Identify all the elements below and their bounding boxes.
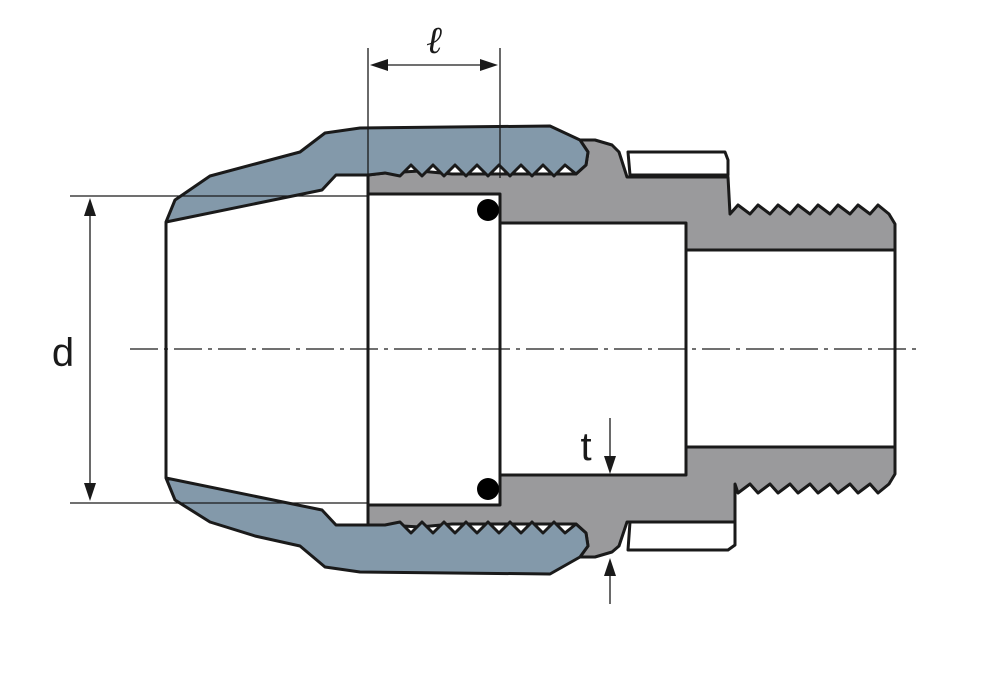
body-lower-groove [626, 520, 737, 552]
t-arrow-top [604, 456, 616, 474]
compression-nut [164, 124, 590, 576]
l-arrow-left [370, 59, 388, 71]
t-arrow-bottom [604, 558, 616, 576]
body-upper-groove [626, 150, 730, 177]
length-dimension [367, 48, 501, 178]
thickness-label: t [580, 425, 591, 469]
diameter-dimension [70, 195, 368, 504]
d-arrow-top [84, 198, 96, 216]
o-ring-lower [477, 478, 499, 500]
nut-upper-section [164, 124, 590, 224]
o-ring-upper [477, 199, 499, 221]
length-label: ℓ [426, 18, 442, 62]
d-arrow-bottom [84, 483, 96, 501]
l-arrow-right [480, 59, 498, 71]
diameter-label: d [52, 331, 74, 375]
thickness-dimension [604, 418, 616, 604]
nut-lower-section [164, 476, 590, 576]
